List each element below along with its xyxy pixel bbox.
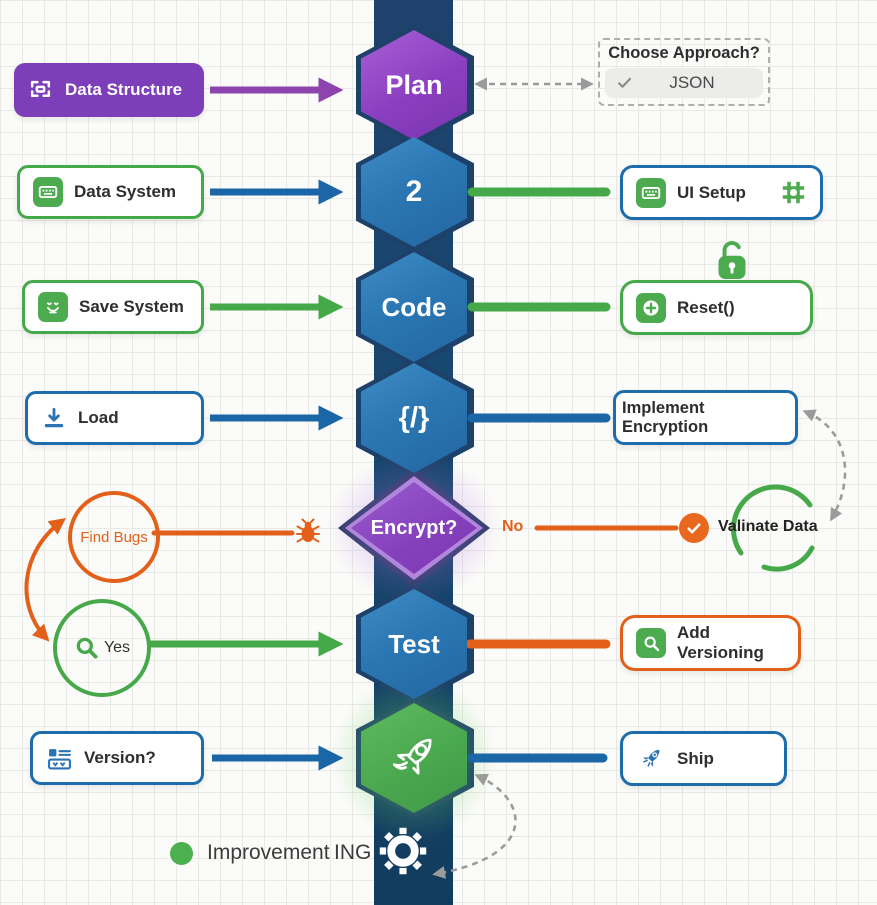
lock-open-icon [718, 241, 746, 279]
box-save-system-label: Save System [79, 297, 184, 316]
choose-approach-option[interactable]: JSON [605, 68, 763, 98]
node-test-label: Test [388, 628, 440, 659]
no-label: No [502, 518, 524, 535]
box-ui-setup[interactable]: UI Setup [620, 165, 823, 220]
box-version-label: Version? [84, 748, 156, 767]
box-load[interactable]: Load [25, 391, 204, 445]
choose-approach-title: Choose Approach? [608, 44, 760, 62]
keyboard-icon [33, 177, 63, 207]
node-yes[interactable]: Yes [53, 599, 151, 697]
box-ship-label: Ship [677, 748, 714, 768]
node-braces-label: {/} [398, 401, 430, 434]
check-badge [679, 513, 709, 543]
node-encrypt-label: Encrypt? [370, 516, 458, 539]
node-plan-label: Plan [385, 69, 443, 100]
plus-circle-icon [636, 292, 666, 323]
box-save-system[interactable]: Save System [22, 280, 204, 334]
box-reset-label: Reset() [677, 297, 735, 317]
legend-label: Improvement [207, 841, 330, 864]
find-bugs-label: Find Bugs [80, 528, 148, 546]
download-icon [44, 407, 64, 428]
valinate-arc [761, 545, 815, 572]
valinate-arc [730, 484, 813, 556]
box-add-versioning[interactable]: Add Versioning [620, 615, 801, 671]
node-2-label: 2 [405, 175, 423, 208]
magnifier-icon [76, 637, 98, 659]
form-icon [48, 748, 71, 769]
choose-approach-option-label: JSON [669, 73, 715, 92]
check-icon [618, 77, 632, 88]
keyboard-icon [636, 177, 666, 208]
legend-suffix: ING [334, 841, 372, 864]
box-data-system-label: Data System [74, 182, 177, 201]
bug-icon [296, 518, 320, 543]
node-code-label: Code [381, 291, 447, 322]
node-find-bugs[interactable]: Find Bugs [68, 491, 160, 583]
box-data-system[interactable]: Data System [17, 165, 204, 219]
object-group-icon [30, 80, 51, 97]
choose-approach-panel: Choose Approach? JSON [598, 38, 770, 106]
box-version[interactable]: Version? [30, 731, 204, 785]
box-ui-setup-label: UI Setup [677, 182, 746, 202]
box-implement-encryption[interactable]: Implement Encryption [613, 390, 798, 445]
box-data-structure-label: Data Structure [65, 80, 183, 99]
dashed-arrow-implement-valinate [802, 409, 847, 522]
gear-icon[interactable] [378, 826, 428, 876]
rocket-icon [392, 738, 432, 775]
box-data-structure[interactable]: Data Structure [14, 63, 204, 117]
dashed-arrow-gear-rocket [432, 773, 517, 879]
valinate-label: Valinate Data [718, 518, 818, 535]
yes-label: Yes [103, 639, 131, 656]
rocket-icon [642, 749, 660, 767]
face-icon [38, 292, 68, 322]
artboard-icon [782, 181, 805, 204]
box-ship[interactable]: Ship [620, 731, 787, 786]
box-implement-encryption-label: Implement Encryption [622, 398, 709, 436]
box-reset[interactable]: Reset() [620, 280, 813, 335]
arrow-loop-find-bugs-yes [24, 518, 67, 642]
magnifier-icon [636, 628, 666, 658]
check-icon [687, 523, 701, 534]
legend-dot [170, 842, 193, 865]
box-load-label: Load [78, 408, 119, 427]
box-add-versioning-label: Add Versioning [677, 623, 764, 662]
